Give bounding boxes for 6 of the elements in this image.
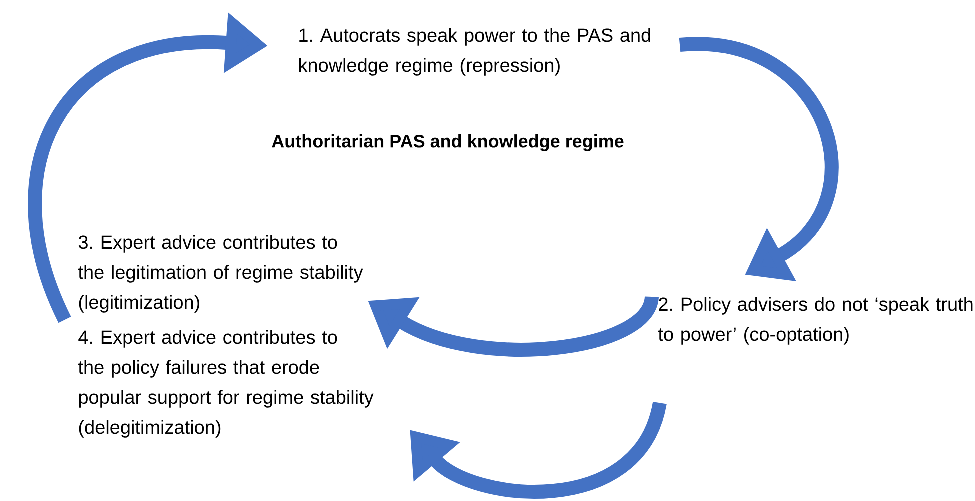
step-text: 4. Expert advice contributes to the policy failures that erode popular support for regime stability (delegitimization) [78,330,374,438]
step-text: 2. Policy advisers do not ‘speak truth to power’ (co-optation) [658,297,973,345]
step-text: 3. Expert advice contributes to the legitimation of regime stability (legitimization) [78,235,364,313]
curved-arrow [680,38,839,282]
step-text: 1. Autocrats speak power to the PAS and knowledge regime (repression) [300,28,650,76]
heading: Authoritarian PAS and knowledge regime [272,134,624,152]
